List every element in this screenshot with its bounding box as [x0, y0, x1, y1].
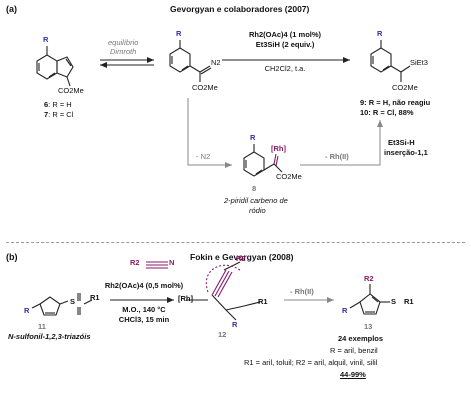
n2-label: N2 — [211, 58, 221, 67]
condition-line-3: CH2Cl2, t.a. — [264, 64, 306, 73]
rh-loss-arrow — [300, 120, 383, 166]
imidazole-product-structure — [349, 284, 390, 315]
rh-loss-label: - Rh(II) — [325, 152, 349, 161]
ester-label-carbene: CO2Me — [276, 172, 302, 181]
equilibrium-label: equilíbrio — [108, 38, 139, 47]
rh-carbene-label: [Rh] — [271, 144, 286, 153]
n2-loss-arrow — [187, 98, 232, 168]
compound-7-label: 7: R = Cl — [44, 110, 74, 119]
compound-6-label: 6: R = H — [44, 100, 72, 109]
insertion-type-label: inserção-1,1 — [384, 148, 428, 157]
ester-label-6: CO2Me — [58, 86, 84, 95]
r-substituent-6: R — [43, 35, 49, 44]
condition-line-2: Et3SiH (2 equiv.) — [255, 40, 315, 49]
rh-loss-label-b: - Rh(II) — [290, 287, 314, 296]
r1-substituent-13: R1 — [404, 297, 414, 306]
r1-substituent-11: R1 — [90, 293, 100, 302]
compound-13-label: 13 — [364, 322, 373, 331]
r-substituent-12: R — [232, 320, 238, 329]
triazolopyridine-structure — [36, 46, 74, 87]
condition-b-line-1: Rh2(OAc)4 (0,5 mol%) — [104, 281, 184, 290]
compound-8-label: 8 — [252, 184, 257, 193]
nitrile-r2-label: R2 — [130, 258, 140, 267]
r-substituent-carbene: R — [250, 133, 256, 142]
compound-10-label: 10: R = Cl, 88% — [360, 108, 414, 117]
sulfonyl-s-label-13: S — [391, 297, 397, 306]
r1-substituent-12: R1 — [258, 297, 268, 306]
condition-line-1: Rh2(OAc)4 (1 mol%) — [248, 30, 322, 39]
carbene-caption-2: ródio — [249, 206, 266, 215]
diazo-pyridine-structure — [169, 40, 212, 82]
nitrile-n-label: N — [169, 258, 175, 267]
condition-b-line-2: M.O., 140 °C — [122, 305, 166, 314]
r-substituent-diazo: R — [176, 29, 182, 38]
yield-range: 44-99% — [340, 370, 366, 379]
scope-line-1: R = aril, benzil — [330, 346, 378, 355]
ester-label-diazo: CO2Me — [192, 83, 218, 92]
compound-9-label: 9: R = H, não reagiu — [360, 98, 431, 107]
examples-count: 24 exemplos — [338, 334, 384, 343]
r-substituent-13: R — [342, 306, 348, 315]
r-substituent-11: R — [24, 306, 30, 315]
scope-line-2: R1 = aril, toluil; R2 = aril, alquil, vi… — [244, 358, 378, 367]
rhodium-nitrile-intermediate-structure — [186, 261, 261, 321]
compound-12-label: 12 — [218, 330, 227, 339]
rh-label-12: [Rh] — [178, 294, 193, 303]
panel-a-title: Gevorgyan e colaboradores (2007) — [170, 4, 310, 14]
r-substituent-product: R — [377, 29, 383, 38]
condition-b-line-3: CHCl3, 15 min — [118, 315, 170, 324]
insertion-reagent-label: Et3Si-H — [388, 138, 415, 147]
rhodium-carbene-structure — [243, 144, 283, 177]
ester-label-product: CO2Me — [392, 83, 418, 92]
panel-divider — [6, 242, 465, 243]
panel-b-tag: (b) — [6, 252, 18, 262]
sulfonyl-s-label: S — [70, 297, 76, 306]
panel-b-title: Fokin e Gevorgyan (2008) — [190, 252, 294, 262]
n2-loss-label: - N2 — [196, 152, 211, 161]
carbene-caption-1: 2-piridil carbeno de — [224, 196, 288, 205]
sulfonyl-triazole-structure — [31, 293, 93, 316]
siet3-label: SiEt3 — [410, 58, 428, 67]
silane-product-structure — [370, 40, 411, 82]
r2-substituent-13: R2 — [364, 274, 374, 283]
panel-a-tag: (a) — [6, 4, 17, 14]
r2-substituent-12: R2 — [236, 254, 246, 263]
compound-11-label: 11 — [38, 322, 46, 331]
triazole-name: N-sulfonil-1,2,3-triazóis — [8, 332, 91, 341]
dimroth-label: Dimroth — [110, 47, 137, 56]
